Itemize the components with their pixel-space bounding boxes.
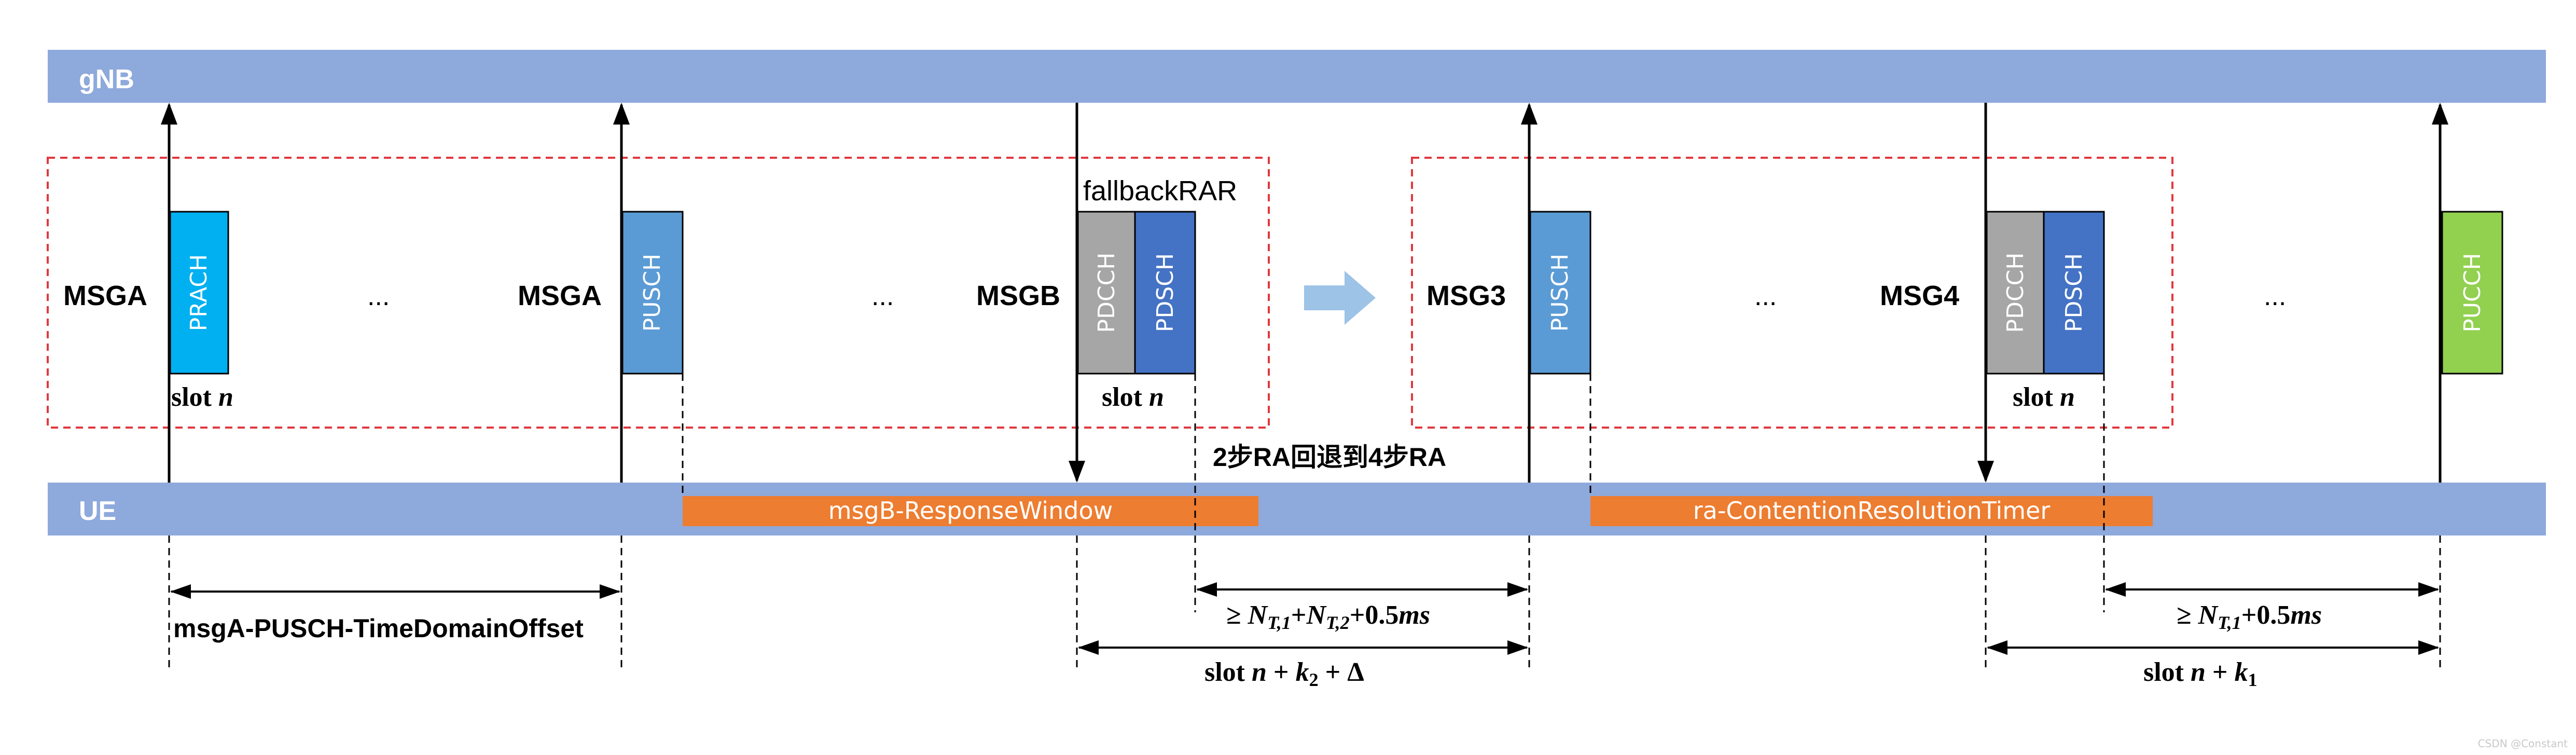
msg3-label: MSG3: [1427, 280, 1506, 311]
right-ellipsis-2: ...: [2264, 281, 2286, 311]
msg4-pdsch-block: [2043, 211, 2105, 375]
msgb-response-window-bar: [683, 496, 1258, 526]
msgb-label: MSGB: [976, 280, 1060, 311]
dim-left-slot-right-head: [1507, 640, 1528, 655]
ue-label: UE: [79, 496, 116, 526]
prach-slot-label: slot n: [171, 382, 233, 412]
dim-offset-right-head: [600, 584, 620, 599]
dim-offset-label: msgA-PUSCH-TimeDomainOffset: [173, 614, 584, 643]
msg4-arrowhead: [1977, 461, 1994, 483]
msgb-slot-label: slot n: [1102, 382, 1164, 412]
left-ellipsis-2: ...: [871, 281, 894, 311]
dim-right-ge-right-head: [2418, 582, 2439, 597]
fallback-transition-arrow: [1304, 271, 1376, 325]
gnb-label: gNB: [79, 64, 134, 94]
dim-left-slot-left-head: [1078, 640, 1099, 655]
msga-label-2: MSGA: [518, 280, 602, 311]
msgb-arrowhead: [1069, 461, 1085, 483]
pucch-block: [2441, 211, 2503, 375]
right-ellipsis-1: ...: [1754, 281, 1777, 311]
dim-right-slot-left-head: [1987, 640, 2007, 655]
prach-block: [169, 211, 229, 375]
msga-pusch-arrowhead: [613, 103, 630, 125]
watermark: CSDN @Constant: [2478, 737, 2568, 750]
msgb-pdcch-label: PDCCH: [1093, 253, 1120, 333]
msgb-response-window-label: msgB-ResponseWindow: [828, 497, 1113, 525]
msgb-pdsch-block: [1134, 211, 1196, 375]
msgb-pdsch-label: PDSCH: [1152, 253, 1179, 332]
pucch-arrowhead: [2432, 103, 2448, 125]
dim-left-ge-label: ≥ NT,1+NT,2+0.5ms: [1226, 600, 1430, 633]
msga-pusch-block: [621, 211, 684, 375]
msga-label-1: MSGA: [63, 280, 147, 311]
fallback-note: 2步RA回退到4步RA: [1213, 443, 1446, 472]
msg4-pdcch-label: PDCCH: [2002, 253, 2029, 333]
dim-offset-left-head: [170, 584, 191, 599]
msg3-pusch-block: [1529, 211, 1591, 375]
left-ellipsis-1: ...: [367, 281, 390, 311]
msg4-pdcch-block: [1986, 211, 2045, 375]
msg4-pdsch-label: PDSCH: [2061, 253, 2087, 332]
msgb-pdcch-block: [1077, 211, 1136, 375]
ue-bar: [48, 483, 2546, 536]
fallbackrar-label: fallbackRAR: [1083, 175, 1237, 207]
right-dashed-group: [1411, 157, 2173, 429]
dim-left-ge-left-head: [1196, 582, 1217, 597]
msga-pusch-label: PUSCH: [639, 254, 666, 332]
contention-timer-bar: [1590, 496, 2153, 526]
left-dashed-group: [47, 157, 1270, 429]
dim-right-ge-left-head: [2105, 582, 2126, 597]
pucch-label: PUCCH: [2459, 253, 2486, 332]
dim-right-slot-right-head: [2418, 640, 2439, 655]
guide-lines: [168, 374, 2441, 669]
dim-left-ge-right-head: [1507, 582, 1528, 597]
msg3-pusch-label: PUSCH: [1547, 254, 1573, 332]
prach-arrowhead: [161, 103, 177, 125]
dim-right-slot-label: slot n + k1: [2143, 657, 2258, 690]
gnb-bar: [48, 50, 2546, 103]
msg4-label: MSG4: [1880, 280, 1959, 311]
prach-label: PRACH: [186, 254, 212, 331]
msg4-slot-label: slot n: [2013, 382, 2075, 412]
contention-timer-label: ra-ContentionResolutionTimer: [1693, 497, 2051, 525]
dim-left-slot-label: slot n + k2 + Δ: [1204, 657, 1364, 690]
msg3-arrowhead: [1521, 103, 1538, 125]
dim-right-ge-label: ≥ NT,1+0.5ms: [2177, 600, 2322, 633]
